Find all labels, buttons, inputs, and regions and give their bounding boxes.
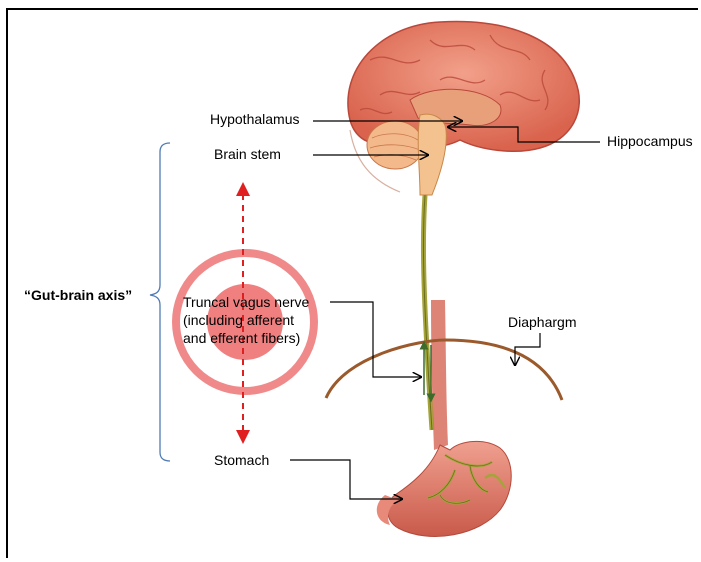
label-stomach: Stomach (214, 452, 269, 469)
label-brain-stem: Brain stem (214, 146, 281, 163)
esophagus-illustration (431, 300, 448, 450)
brain-illustration (348, 22, 579, 195)
label-gut-brain-axis: “Gut-brain axis” (24, 287, 132, 304)
diaphragm-leader (515, 333, 540, 365)
stomach-leader (290, 460, 402, 499)
label-hippocampus: Hippocampus (607, 133, 693, 150)
label-hypothalamus: Hypothalamus (210, 111, 300, 128)
stomach-illustration (377, 441, 511, 536)
label-diaphragm: Diaphargm (508, 314, 576, 331)
label-vagus-nerve: Truncal vagus nerve (including afferent … (183, 293, 309, 347)
gut-brain-bracket (150, 143, 170, 461)
vagus-leader (330, 302, 421, 377)
